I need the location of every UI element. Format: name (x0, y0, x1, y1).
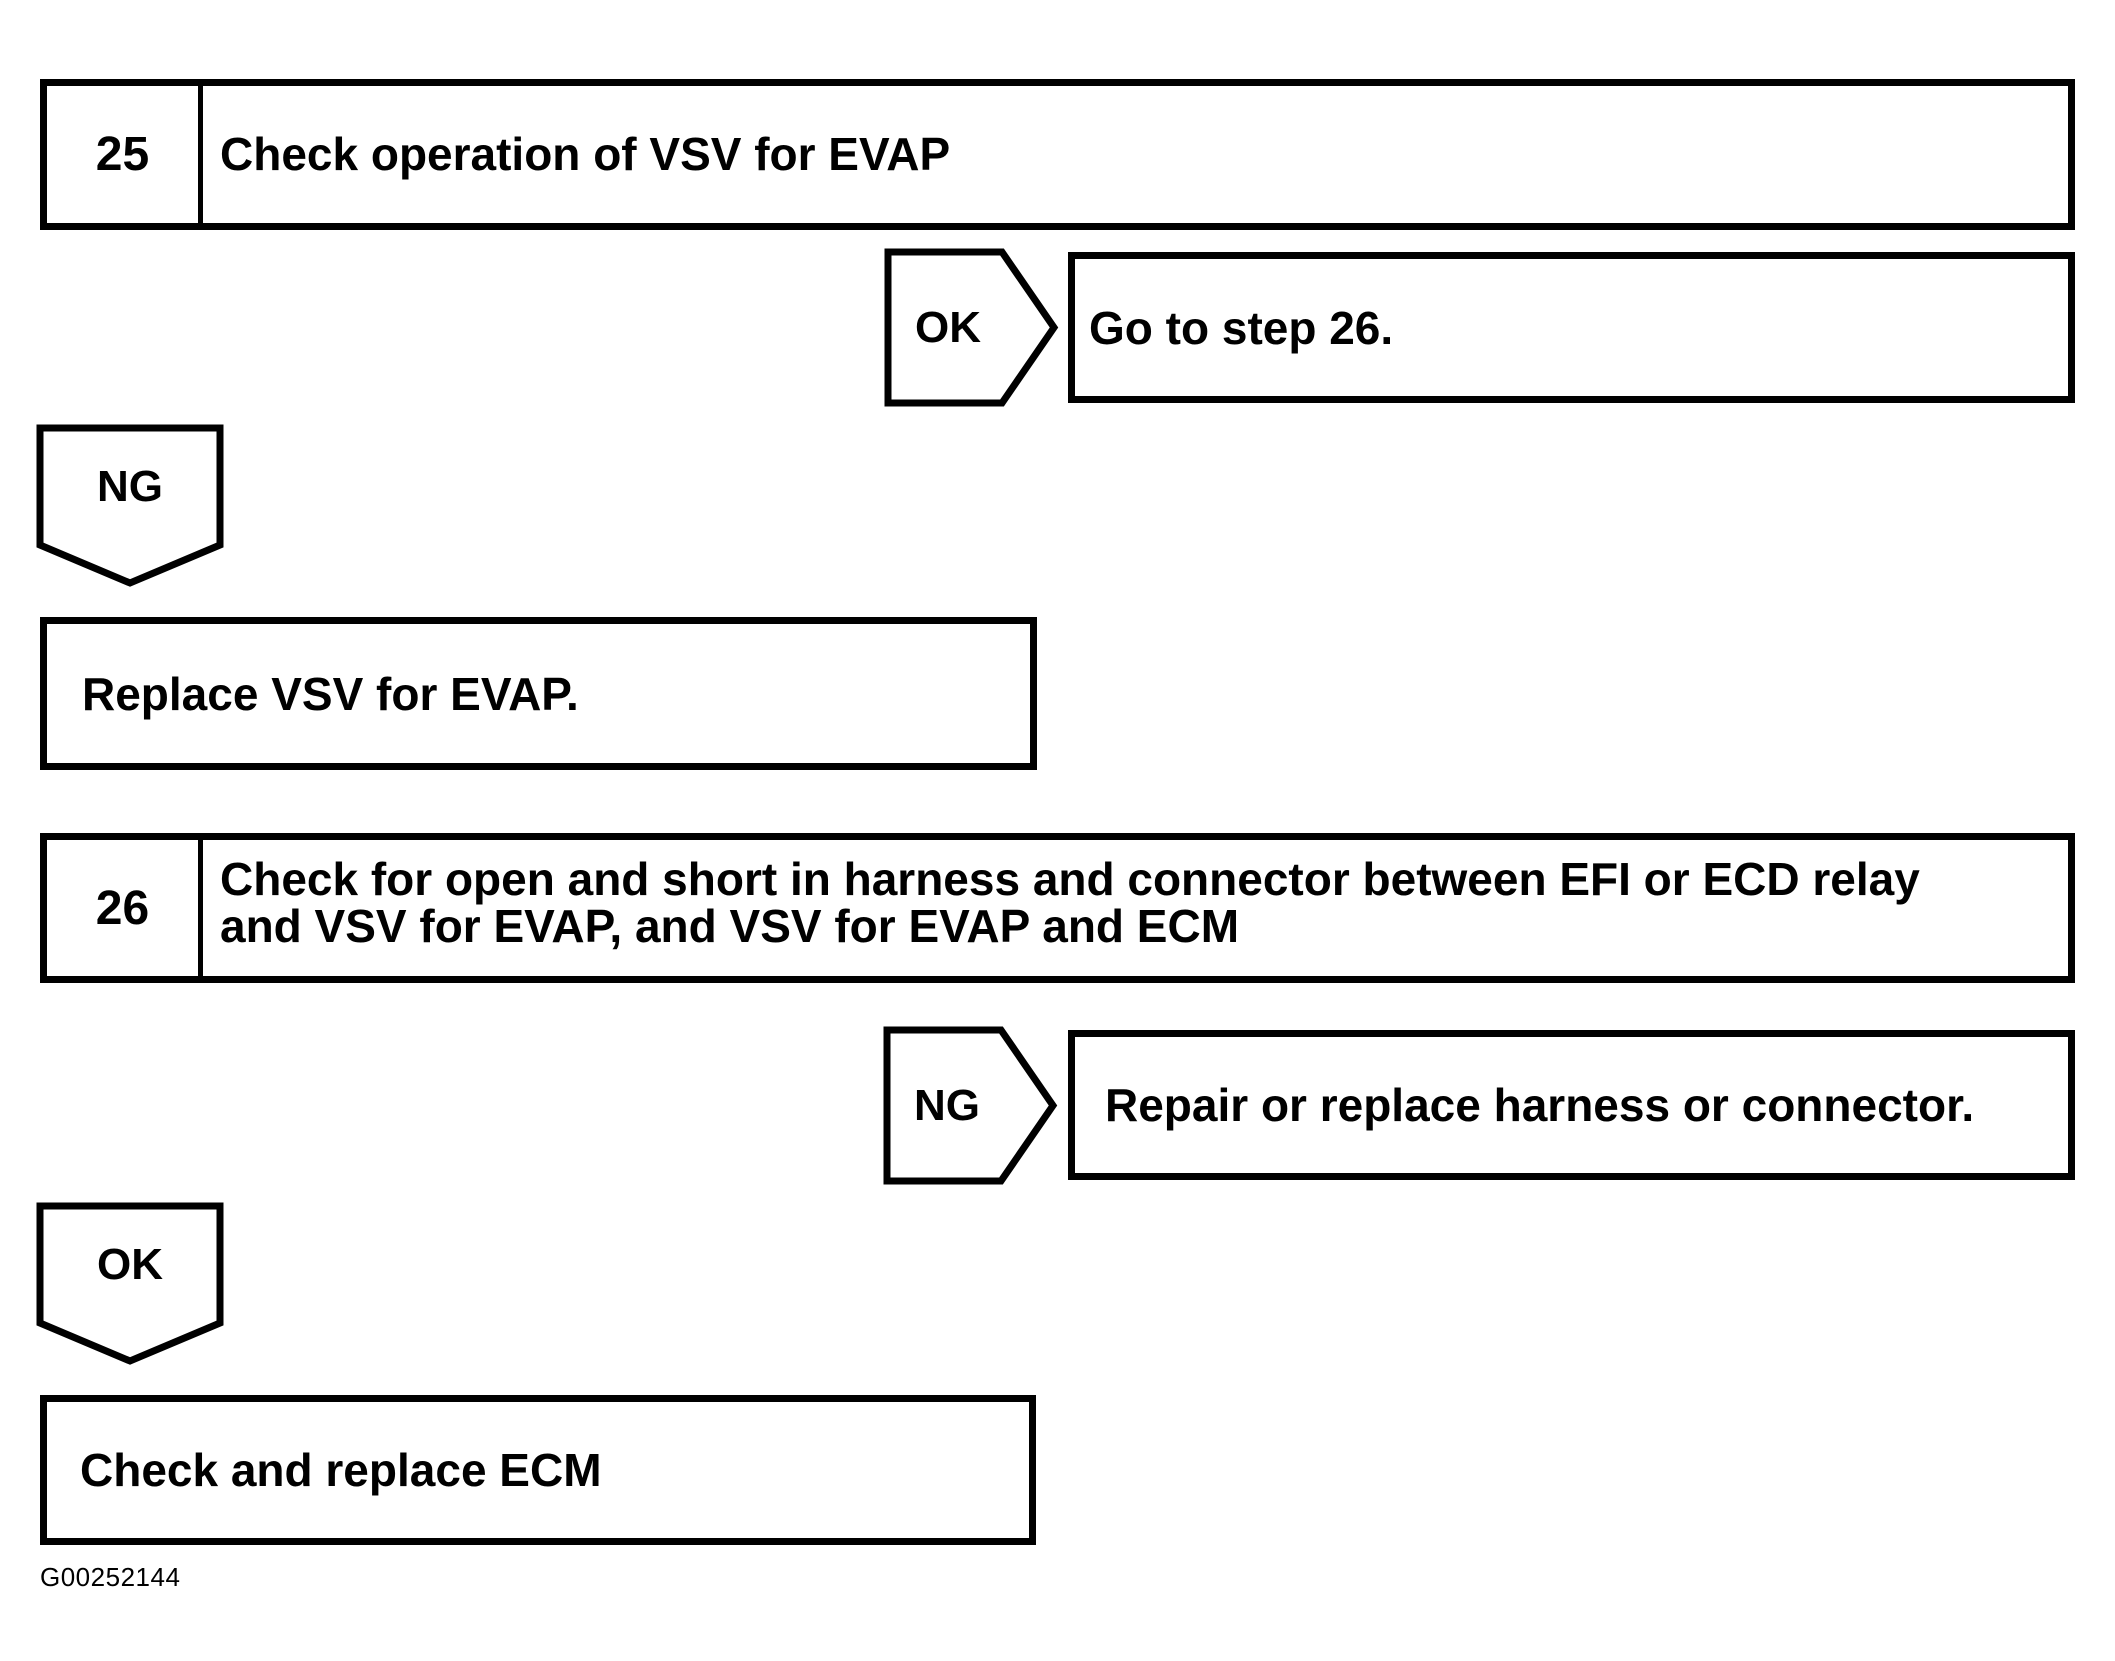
ok-label: OK (97, 1239, 163, 1289)
step-26-box: 26 Check for open and short in harness a… (40, 833, 2075, 983)
replace-vsv-text: Replace VSV for EVAP. (82, 667, 579, 720)
repair-harness-text: Repair or replace harness or connector. (1105, 1079, 1975, 1131)
step-25-ok-connector: OK (884, 248, 1059, 407)
step-26-ng-connector: NG (883, 1026, 1058, 1185)
ng-label: NG (97, 461, 163, 511)
replace-vsv-box: Replace VSV for EVAP. (40, 617, 1037, 770)
down-arrow-icon (36, 424, 224, 587)
step-25-title: Check operation of VSV for EVAP (220, 128, 951, 181)
figure-code: G00252144 (40, 1562, 181, 1592)
ng-label: NG (914, 1080, 980, 1130)
ok-label: OK (915, 302, 981, 352)
step-25-ng-connector: NG (36, 424, 224, 587)
check-replace-ecm-text: Check and replace ECM (80, 1444, 602, 1496)
step-26-title: Check for open and short in harness and … (220, 853, 1920, 952)
goto-step-26-text: Go to step 26. (1089, 301, 1394, 354)
down-arrow-icon (36, 1202, 224, 1365)
step-26-ok-connector: OK (36, 1202, 224, 1365)
step-26-number: 26 (47, 840, 203, 976)
goto-step-26-box: Go to step 26. (1068, 252, 2075, 403)
repair-harness-box: Repair or replace harness or connector. (1068, 1030, 2075, 1180)
right-arrow-icon (883, 1026, 1058, 1185)
step-25-box: 25 Check operation of VSV for EVAP (40, 79, 2075, 230)
right-arrow-icon (884, 248, 1059, 407)
step-25-number: 25 (47, 86, 203, 223)
check-replace-ecm-box: Check and replace ECM (40, 1395, 1036, 1545)
